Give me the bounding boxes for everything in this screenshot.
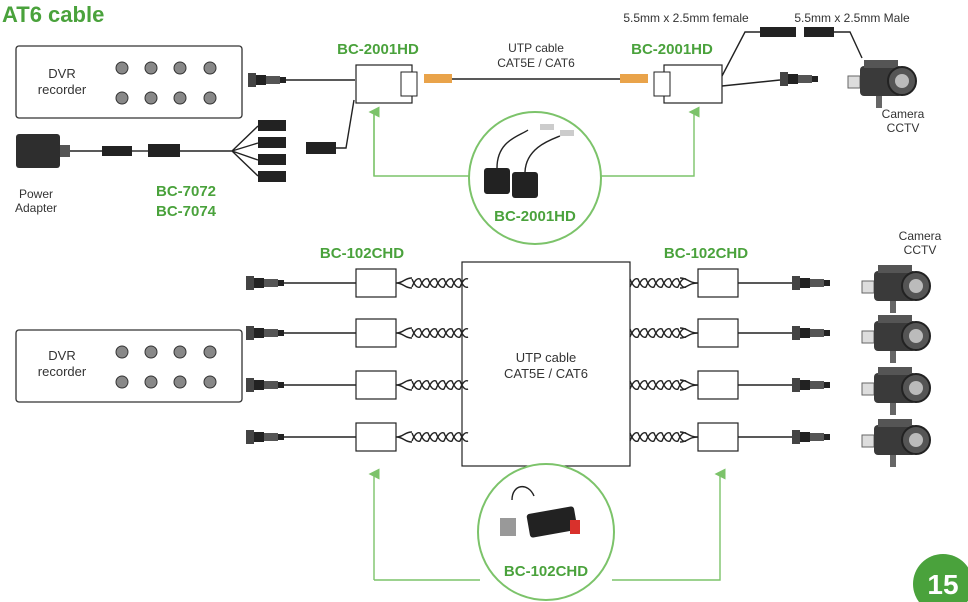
dvr-label-line1: DVR	[48, 66, 75, 81]
balun-left-row-3	[355, 370, 397, 400]
utp-box-label-l1: UTP cable	[516, 350, 576, 365]
balun-right-row-4	[697, 422, 739, 452]
balun-right-row-3	[697, 370, 739, 400]
camera-label-bottom-l1: Camera	[899, 229, 942, 243]
balun-left-label-bottom: BC-102CHD	[320, 245, 404, 262]
circle-product-label-top: BC-2001HD	[494, 208, 576, 225]
camera-cctv-icon	[847, 59, 917, 109]
power-adapter-label-l1: Power	[19, 187, 53, 201]
bnc-connector-icon	[246, 378, 284, 392]
power-adapter-label-l2: Adapter	[15, 201, 57, 215]
balun-right-row-1	[697, 268, 739, 298]
splitter-label-l2: BC-7074	[156, 203, 217, 220]
camera-cctv-icon	[861, 264, 931, 314]
camera-label-bottom-l2: CCTV	[904, 243, 937, 257]
rj45-port-icon	[400, 71, 418, 97]
dvr-bottom-label-line1: DVR	[48, 348, 75, 363]
utp-box-label-l2: CAT5E / CAT6	[504, 366, 588, 381]
balun-product-photo-icon	[484, 124, 574, 198]
utp-cable-label-l2: CAT5E / CAT6	[497, 56, 575, 70]
dvr-bottom-label-line2: recorder	[38, 364, 87, 379]
channel-rows	[246, 264, 931, 468]
bnc-connector-icon	[792, 378, 830, 392]
balun-left-label: BC-2001HD	[337, 41, 419, 58]
rj45-plug-icon	[424, 74, 452, 83]
balun-left-row-4	[355, 422, 397, 452]
dvr-recorder-top: DVR recorder	[15, 45, 243, 119]
splitter-label-l1: BC-7072	[156, 183, 216, 200]
balun-left-row-2	[355, 318, 397, 348]
camera-cctv-icon	[861, 418, 931, 468]
rj45-plug-icon	[620, 74, 648, 83]
page-number: 15	[927, 569, 958, 600]
balun-left-row-1	[355, 268, 397, 298]
page-title: AT6 cable	[2, 2, 104, 27]
bnc-connector-icon	[246, 430, 284, 444]
balun-right-row-2	[697, 318, 739, 348]
male-connector-label: 5.5mm x 2.5mm Male	[794, 11, 910, 25]
female-connector-label: 5.5mm x 2.5mm female	[623, 11, 749, 25]
camera-label-l1: Camera	[882, 107, 925, 121]
bnc-connector-icon	[780, 72, 818, 86]
balun-right-label-bottom: BC-102CHD	[664, 245, 748, 262]
camera-cctv-icon	[861, 314, 931, 364]
bnc-connector-icon	[792, 326, 830, 340]
bnc-connector-icon	[246, 326, 284, 340]
page-number-badge	[913, 554, 968, 602]
bnc-balun-product-photo-icon	[500, 486, 580, 538]
balun-right-label: BC-2001HD	[631, 41, 713, 58]
dvr-recorder-bottom: DVR recorder	[15, 329, 243, 403]
bnc-connector-icon	[248, 73, 286, 87]
bnc-connector-icon	[792, 430, 830, 444]
camera-label-l2: CCTV	[887, 121, 920, 135]
dvr-ports	[115, 61, 217, 105]
bnc-connector-icon	[792, 276, 830, 290]
dvr-label-line2: recorder	[38, 82, 87, 97]
rj45-port-icon	[653, 71, 671, 97]
balun-right-box	[663, 64, 723, 104]
power-splitter-icon	[258, 120, 286, 182]
utp-cable-label-l1: UTP cable	[508, 41, 564, 55]
dc-male-connector-icon	[804, 27, 834, 37]
camera-cctv-icon	[861, 366, 931, 416]
power-adapter-icon	[16, 134, 70, 168]
bnc-connector-icon	[246, 276, 284, 290]
utp-cable-box	[461, 261, 631, 467]
dc-female-connector-icon	[760, 27, 796, 37]
circle-product-label-bottom: BC-102CHD	[504, 563, 588, 580]
